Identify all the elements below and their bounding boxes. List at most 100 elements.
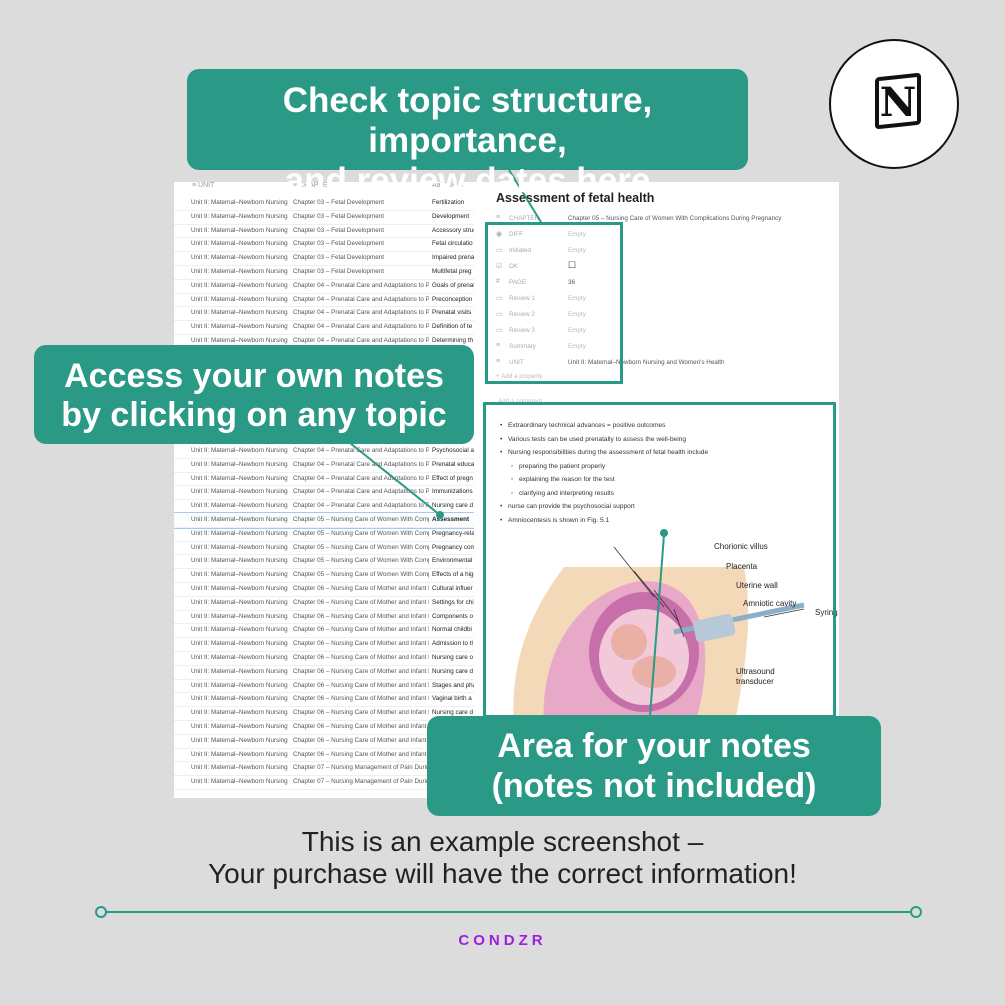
table-cell-topic[interactable]: Vaginal birth a <box>432 695 472 703</box>
property-value[interactable]: Empty <box>568 311 586 318</box>
table-cell-chapter: Chapter 04 – Prenatal Care and Adaptatio… <box>293 295 429 303</box>
table-cell-chapter: Chapter 05 – Nursing Care of Women With … <box>293 557 429 565</box>
table-cell-chapter: Chapter 06 – Nursing Care of Mother and … <box>293 723 429 730</box>
table-cell-topic[interactable]: Fetal circulatio <box>432 240 473 248</box>
table-cell-topic[interactable]: Cultural influer <box>432 585 473 592</box>
table-cell-topic[interactable]: Normal childbi <box>432 626 472 634</box>
table-cell-topic[interactable]: Stages and pha <box>432 681 474 689</box>
table-cell-topic[interactable]: Prenatal educa <box>432 460 474 468</box>
table-cell-topic[interactable]: Multifetal preg <box>432 268 472 275</box>
table-cell-topic[interactable]: Preconception <box>432 295 473 303</box>
table-cell-topic[interactable]: Definition of te <box>432 323 473 331</box>
table-cell-unit: Unit II: Maternal–Newborn Nursing ar <box>191 323 289 331</box>
divider-end-dot <box>910 906 922 918</box>
syringe-body <box>693 613 736 643</box>
table-cell-topic[interactable]: Impaired prena <box>432 254 474 262</box>
table-cell-topic[interactable]: Fertilization <box>432 199 465 206</box>
table-cell-topic[interactable]: Admission to tl <box>432 640 473 648</box>
property-type-icon: ◉ <box>496 231 503 238</box>
table-cell-topic[interactable]: Effect of pregn <box>432 474 473 482</box>
column-header-unit[interactable]: ≡ UNIT <box>192 182 215 189</box>
add-property-button[interactable]: + Add a property <box>496 373 543 380</box>
property-value[interactable]: Empty <box>568 327 586 334</box>
column-header-topic[interactable]: Aa TOPIC <box>432 182 464 189</box>
column-header-chapter[interactable]: ≡ CHAPTER <box>293 182 333 189</box>
title-prop-icon: Aa <box>432 182 443 189</box>
table-cell-topic[interactable]: Pregnancy com <box>432 543 474 551</box>
table-cell-chapter: Chapter 06 – Nursing Care of Mother and … <box>293 585 429 592</box>
table-cell-topic[interactable]: Components o <box>432 612 473 620</box>
table-cell-topic[interactable]: Nursing care o <box>432 654 473 661</box>
property-value[interactable]: ☐ <box>568 260 577 270</box>
table-cell-topic[interactable]: Goals of prenat <box>432 281 474 289</box>
property-value[interactable]: Empty <box>568 247 586 254</box>
table-cell-topic[interactable]: Effects of a hig <box>432 571 474 579</box>
table-cell-chapter: Chapter 04 – Prenatal Care and Adaptatio… <box>293 474 429 482</box>
add-comment-input[interactable]: Add a comment... <box>498 398 548 405</box>
table-cell-topic[interactable]: Environmental <box>432 557 473 565</box>
table-cell-chapter: Chapter 05 – Nursing Care of Women With … <box>293 529 429 537</box>
table-cell-topic[interactable]: Pregnancy-rela <box>432 529 474 537</box>
table-cell-topic[interactable]: Nursing care d <box>432 667 473 675</box>
property-row[interactable]: ☑OK☐ <box>496 260 836 274</box>
table-cell-topic[interactable]: Prenatal visits <box>432 309 472 317</box>
table-cell-topic[interactable]: Determining th <box>432 337 473 344</box>
table-cell-topic[interactable]: Settings for chi <box>432 598 474 606</box>
property-value[interactable]: 36 <box>568 279 576 286</box>
table-cell-topic[interactable]: Immunizations <box>432 488 473 496</box>
table-cell-topic[interactable]: Assessment <box>432 516 470 523</box>
table-cell-topic[interactable]: Development <box>432 212 470 220</box>
table-cell-topic[interactable]: Psychosocial ad <box>432 447 474 454</box>
table-cell-topic[interactable]: Accessory struc <box>432 226 474 234</box>
property-value[interactable]: Empty <box>568 231 586 238</box>
figure-label: Chorionic villus <box>714 542 768 551</box>
table-cell-topic[interactable]: Nursing care d <box>432 709 473 717</box>
pointer-line <box>763 608 805 618</box>
property-value[interactable]: Unit II: Maternal–Newborn Nursing and Wo… <box>568 359 725 366</box>
property-value[interactable]: Empty <box>568 343 586 350</box>
table-cell-topic[interactable]: Nursing care d <box>432 502 473 510</box>
property-name: Review 3 <box>509 327 535 334</box>
property-value[interactable]: Empty <box>568 295 586 302</box>
property-value[interactable]: Chapter 05 – Nursing Care of Women With … <box>568 215 782 222</box>
